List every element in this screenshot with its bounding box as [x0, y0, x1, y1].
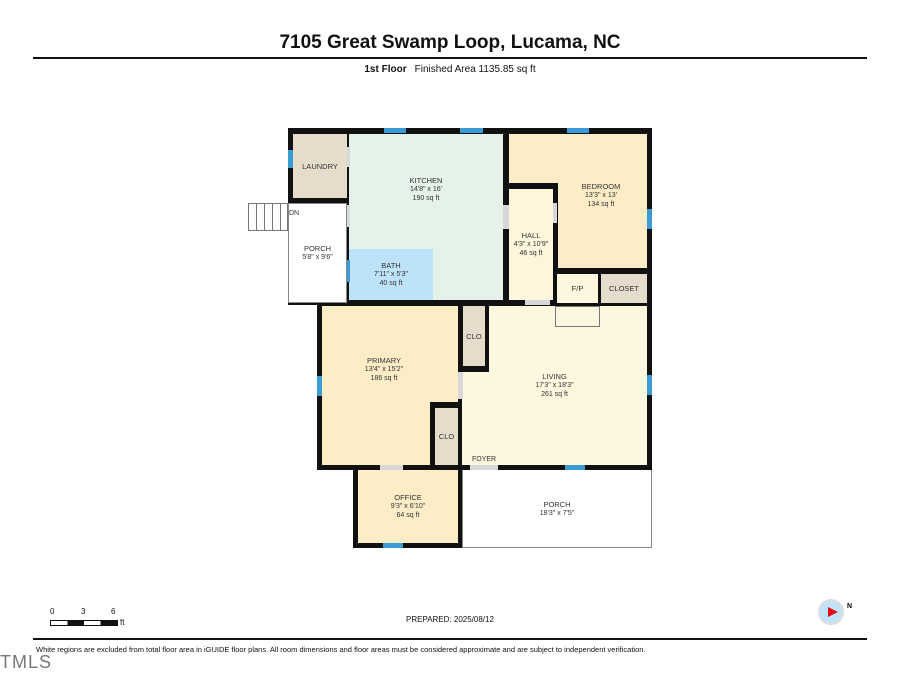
room-laundry: LAUNDRY: [293, 134, 347, 198]
door: [470, 465, 498, 470]
room-dims: 4'3" x 10'9": [513, 241, 549, 248]
finished-area: Finished Area 1135.85 sq ft: [414, 64, 536, 75]
window: [460, 128, 483, 133]
room-name: PORCH: [543, 499, 571, 509]
door: [347, 147, 350, 167]
disclaimer: White regions are excluded from total fl…: [36, 645, 646, 654]
room-name: OFFICE: [394, 493, 422, 502]
floor-info: 1st Floor Finished Area 1135.85 sq ft: [0, 64, 900, 75]
room-name: CLO: [466, 331, 482, 341]
window: [567, 128, 589, 133]
room-dims: 5'8" x 9'6": [302, 254, 333, 261]
room-area: 261 sq ft: [541, 391, 568, 398]
door: [380, 465, 403, 470]
room-name: PRIMARY: [366, 356, 402, 365]
window: [647, 209, 652, 229]
divider: [33, 638, 867, 640]
door: [525, 300, 550, 305]
room-closet: CLOSET: [601, 274, 647, 303]
door: [553, 203, 557, 223]
scale-tick: 6: [111, 607, 116, 616]
room-dims: 17'3" x 18'3": [535, 382, 574, 389]
scale-bar-graphic: [50, 620, 118, 626]
watermark-logo: TMLS: [0, 652, 53, 672]
compass-needle: [828, 607, 838, 617]
room-name: LIVING: [542, 372, 567, 381]
scale-tick: 3: [81, 607, 86, 616]
room-name: PORCH: [303, 244, 332, 253]
door: [347, 205, 350, 227]
room-name: CLOSET: [608, 284, 639, 293]
room-area: 190 sq ft: [412, 195, 440, 202]
stairs: [248, 203, 288, 231]
window: [347, 260, 350, 282]
window: [383, 543, 403, 548]
room-dims: 13'3" x 13': [584, 192, 617, 199]
room-name: F/P: [571, 284, 584, 293]
window: [384, 128, 406, 133]
room-fireplace: F/P: [557, 274, 598, 303]
room-name: KITCHEN: [409, 176, 443, 185]
room-name: BEDROOM: [581, 182, 621, 191]
room-name: HALL: [521, 231, 541, 240]
room-name: BATH: [381, 261, 401, 270]
floor-label: 1st Floor: [364, 64, 407, 75]
window: [565, 465, 585, 470]
room-name: LAUNDRY: [302, 161, 338, 171]
window: [317, 376, 322, 396]
room-area: 134 sq ft: [587, 201, 615, 208]
room-dims: 7'11" x 5'3": [374, 271, 408, 278]
page-title: 7105 Great Swamp Loop, Lucama, NC: [279, 32, 621, 53]
compass-label: N: [847, 603, 853, 610]
prepared-date: PREPARED: 2025/08/12: [406, 615, 494, 624]
room-name: CLO: [438, 432, 455, 441]
divider: [33, 57, 867, 59]
compass-icon: [818, 599, 844, 625]
room-area: 46 sq ft: [519, 250, 543, 257]
window: [647, 375, 652, 395]
window: [288, 150, 293, 168]
room-clo-1: CLO: [463, 306, 485, 366]
room-dims: 14'8" x 16': [409, 186, 442, 193]
door: [458, 372, 463, 399]
door: [503, 205, 509, 229]
room-area: 186 sq ft: [370, 375, 398, 382]
foyer-label: FOYER: [472, 456, 497, 463]
stairs-label: DN: [289, 210, 300, 217]
room-dims: 18'3" x 7'5": [539, 509, 575, 517]
scale-unit: ft: [120, 618, 125, 627]
room-dims: 13'4" x 15'2": [364, 366, 404, 373]
room-area: 40 sq ft: [379, 280, 403, 287]
hearth: [555, 306, 600, 327]
room-area: 64 sq ft: [396, 512, 420, 519]
scale-tick: 0: [50, 607, 55, 616]
room-dims: 9'3" x 6'10": [390, 503, 426, 510]
room-clo-2: CLO: [435, 408, 458, 465]
